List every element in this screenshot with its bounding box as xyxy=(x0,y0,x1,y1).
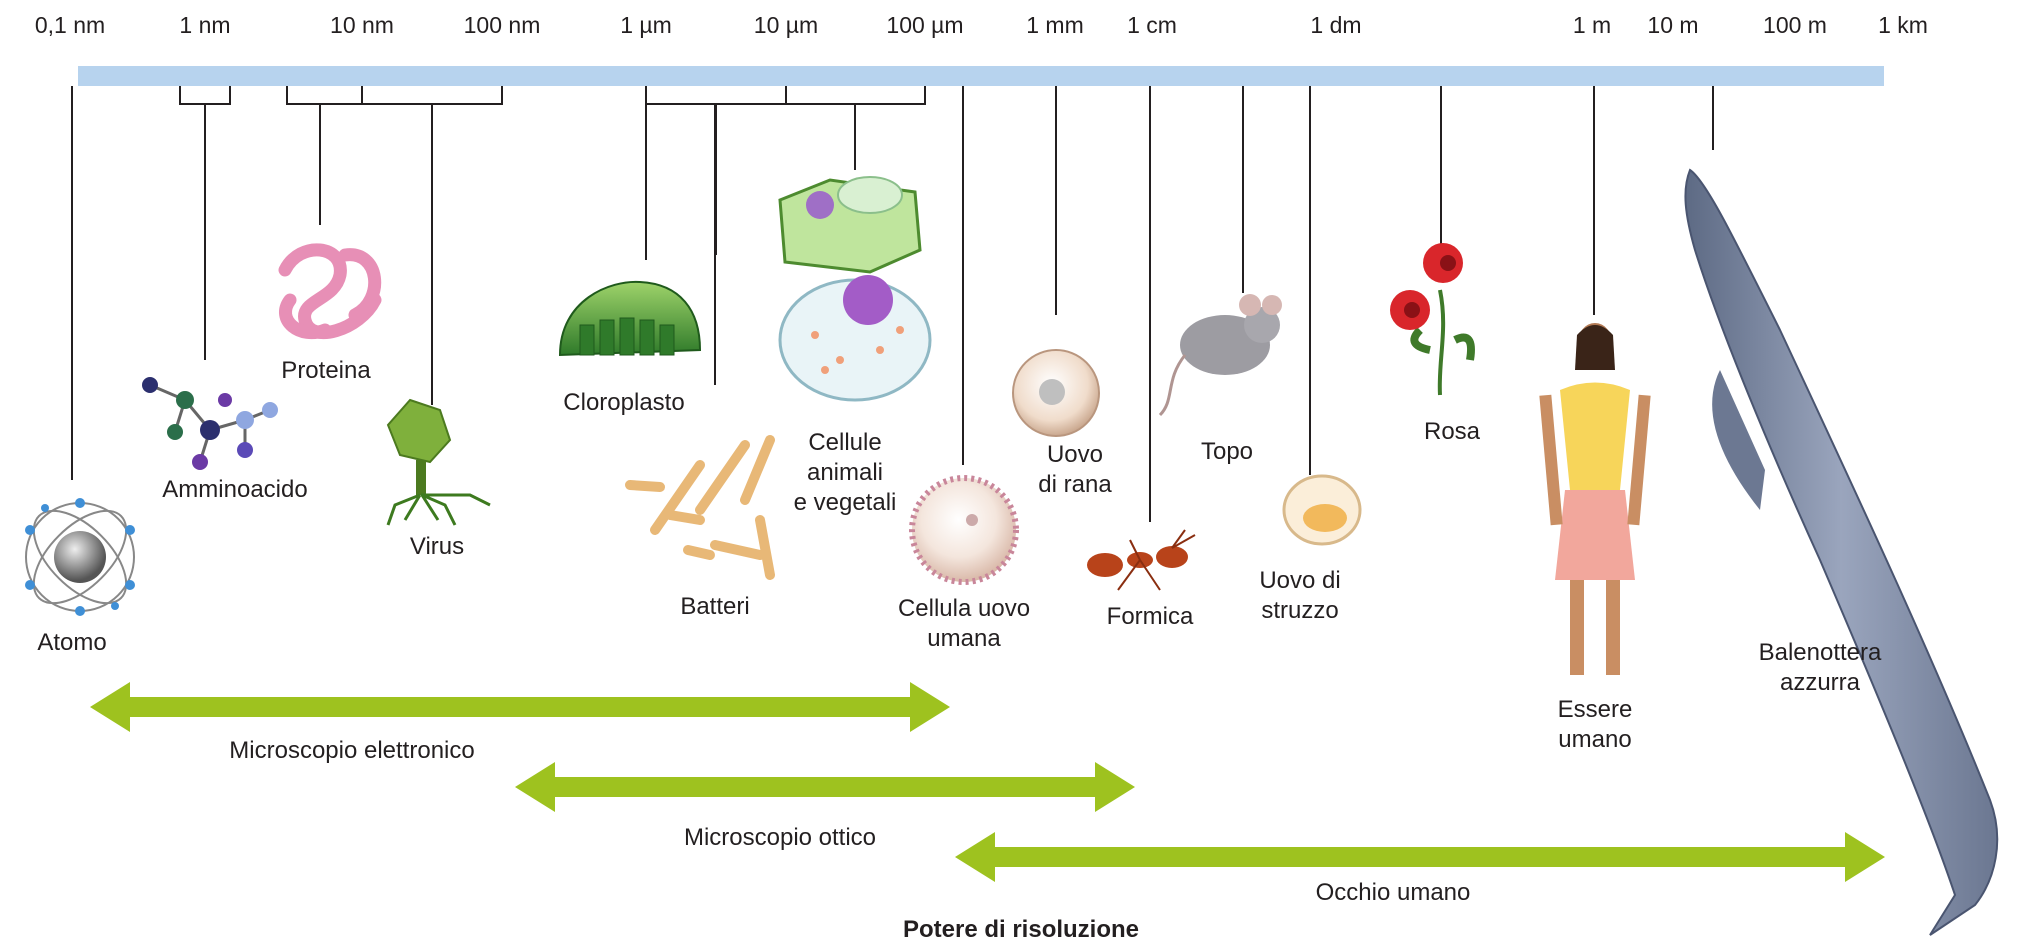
label-microscopio-elettronico: Microscopio elettronico xyxy=(229,736,474,766)
tick-label: 1 dm xyxy=(1310,12,1361,39)
virus-icon xyxy=(388,400,490,525)
rose-icon xyxy=(1390,243,1471,395)
plant-cell-icon xyxy=(780,177,920,272)
tick-label: 10 m xyxy=(1647,12,1698,39)
human-icon xyxy=(1539,323,1650,675)
arrow-occhio-umano xyxy=(955,832,1885,882)
tick-label: 100 nm xyxy=(464,12,541,39)
tick-label: 100 µm xyxy=(886,12,963,39)
human-egg-cell-icon xyxy=(912,478,1016,582)
ostrich-egg-icon xyxy=(1284,476,1360,544)
tick-label: 1 cm xyxy=(1127,12,1177,39)
label-amminoacido: Amminoacido xyxy=(162,475,307,505)
ant-icon xyxy=(1087,530,1195,590)
mouse-icon xyxy=(1160,294,1282,415)
label-topo: Topo xyxy=(1201,437,1253,467)
blue-whale-icon xyxy=(1685,170,1997,935)
amino-acid-icon xyxy=(142,377,278,470)
tick-label: 10 nm xyxy=(330,12,394,39)
label-batteri: Batteri xyxy=(680,592,749,622)
frog-egg-icon xyxy=(1013,350,1099,436)
diagram-title: Potere di risoluzione xyxy=(903,916,1139,944)
protein-icon xyxy=(285,250,375,333)
tick-label: 1 µm xyxy=(620,12,672,39)
bacteria-icon xyxy=(630,440,770,575)
tick-label: 10 µm xyxy=(754,12,818,39)
animal-cell-icon xyxy=(780,275,930,400)
label-atomo: Atomo xyxy=(37,628,106,658)
tick-label: 1 mm xyxy=(1026,12,1084,39)
scale-bar xyxy=(78,66,1884,86)
chloroplast-icon xyxy=(560,282,700,355)
arrow-microscopio-elettronico xyxy=(90,682,950,732)
label-rosa: Rosa xyxy=(1424,417,1480,447)
label-formica: Formica xyxy=(1107,602,1194,632)
tick-label: 100 m xyxy=(1763,12,1827,39)
arrow-microscopio-ottico xyxy=(515,762,1135,812)
label-microscopio-ottico: Microscopio ottico xyxy=(684,823,876,853)
atom-icon xyxy=(18,495,142,619)
label-proteina: Proteina xyxy=(281,356,370,386)
label-occhio-umano: Occhio umano xyxy=(1316,878,1471,908)
label-cloroplasto: Cloroplasto xyxy=(563,388,684,418)
tick-label: 0,1 nm xyxy=(35,12,105,39)
tick-label: 1 m xyxy=(1573,12,1611,39)
label-virus: Virus xyxy=(410,532,464,562)
tick-label: 1 nm xyxy=(179,12,230,39)
tick-label: 1 km xyxy=(1878,12,1928,39)
